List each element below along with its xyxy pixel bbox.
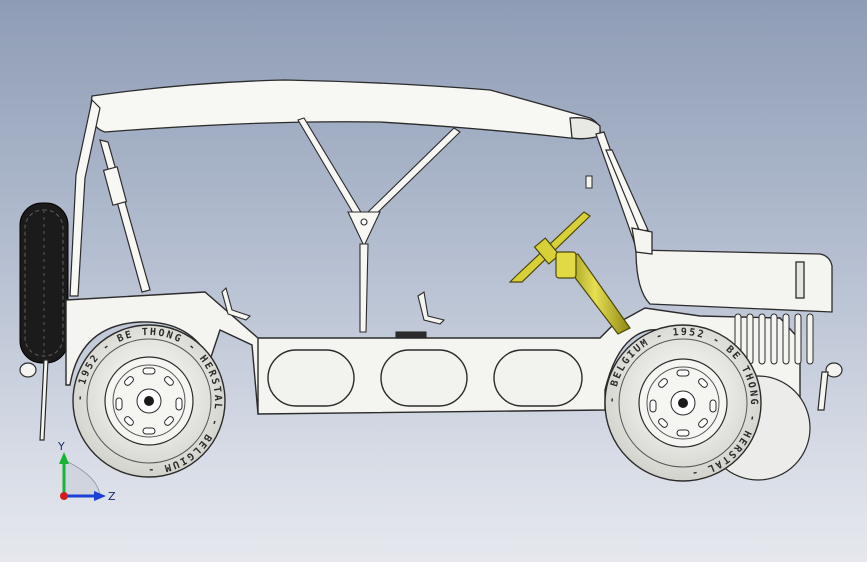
bumpers	[19, 359, 843, 441]
x-axis-dot	[60, 492, 68, 500]
mirror	[585, 175, 593, 189]
canvas-top	[89, 79, 601, 140]
y-axis-label: Y	[57, 440, 65, 453]
side-openings	[267, 349, 583, 407]
coordinate-triad: Y Z	[57, 440, 116, 503]
hood	[631, 227, 833, 313]
z-axis-label: Z	[108, 490, 116, 503]
spare-tire	[19, 202, 69, 364]
triad-plane	[63, 459, 101, 497]
center-bows	[297, 117, 461, 333]
seats	[221, 286, 446, 339]
z-axis-arrow	[64, 491, 106, 501]
rear-wheel: - 1952 - BE THONG - HERSTAL - BELGIUM -	[72, 324, 226, 478]
rear-bow	[69, 98, 151, 297]
front-wheel: - BELGIUM - 1952 - BE THONG - HERSTAL -	[604, 324, 811, 482]
y-axis-arrow	[59, 452, 69, 496]
grille	[734, 313, 814, 365]
steering-wheel	[508, 211, 631, 335]
